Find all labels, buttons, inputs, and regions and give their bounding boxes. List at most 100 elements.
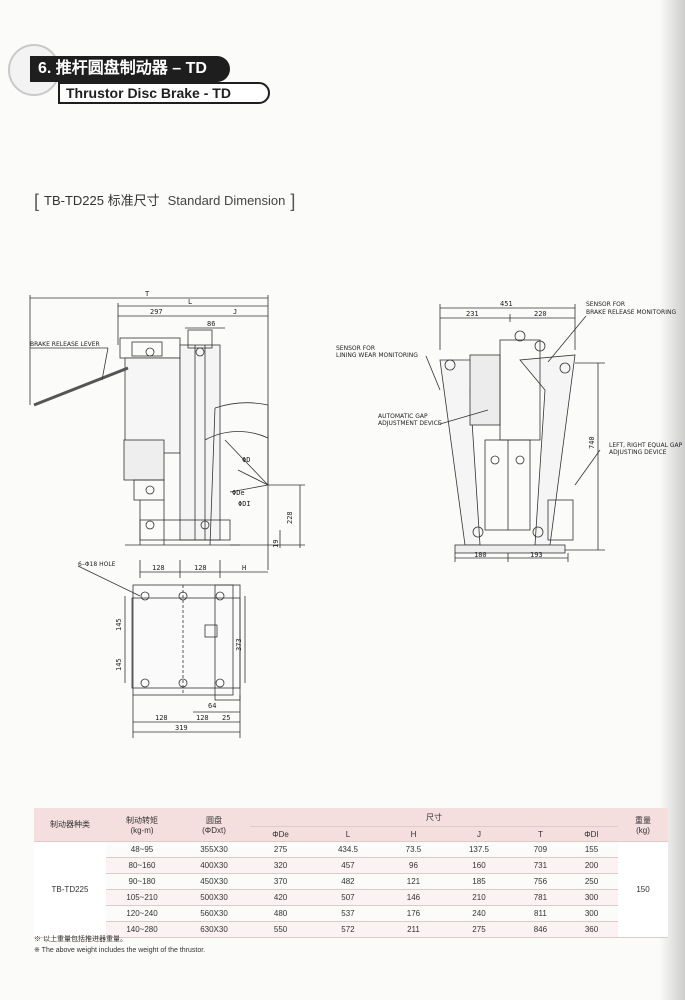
dim-L: L	[188, 298, 192, 306]
cell-de: 420	[250, 889, 312, 906]
cell-l: 434.5	[311, 841, 385, 858]
cell-disc: 450X30	[178, 873, 250, 890]
cell-h: 176	[384, 905, 443, 922]
page-title-chinese: 6. 推杆圆盘制动器 – TD	[30, 56, 230, 82]
header-dim-col: L	[311, 826, 385, 842]
cell-l: 482	[311, 873, 385, 890]
dim-86: 86	[207, 320, 215, 328]
dim-451: 451	[500, 300, 513, 308]
cell-l: 572	[311, 921, 385, 938]
cell-torque: 140~280	[106, 921, 178, 938]
cell-j: 185	[442, 873, 516, 890]
dim-128-d: 128	[196, 714, 209, 722]
header-model: 制动器种类	[34, 808, 106, 842]
label-sensor-wear-2: LINING WEAR MONITORING	[336, 352, 418, 359]
cell-j: 137.5	[442, 841, 516, 858]
cell-t: 731	[515, 857, 565, 874]
cell-de: 275	[250, 841, 312, 858]
dim-231: 231	[466, 310, 479, 318]
label-gap-2: ADJUSTMENT DEVICE	[378, 420, 442, 427]
label-phiDI: ΦDI	[238, 500, 251, 508]
label-hole: 6–Φ18 HOLE	[78, 561, 116, 568]
dim-128-b: 128	[194, 564, 207, 572]
header-dim-col: T	[515, 826, 565, 842]
header-dim-col: H	[384, 826, 443, 842]
cell-l: 537	[311, 905, 385, 922]
cell-t: 709	[515, 841, 565, 858]
model-cell: TB-TD225	[34, 841, 106, 938]
cell-disc: 400X30	[178, 857, 250, 874]
dim-64: 64	[208, 702, 216, 710]
cell-h: 96	[384, 857, 443, 874]
dim-297: 297	[150, 308, 163, 316]
cell-t: 781	[515, 889, 565, 906]
cell-disc: 630X30	[178, 921, 250, 938]
cell-h: 146	[384, 889, 443, 906]
dim-145-a: 145	[115, 618, 123, 631]
section-bracket-open: [	[34, 191, 45, 211]
cell-j: 210	[442, 889, 516, 906]
cell-di: 250	[564, 873, 618, 890]
dim-193: 193	[530, 551, 543, 559]
page-title-english: Thrustor Disc Brake - TD	[58, 82, 270, 104]
label-sensor-release-1: SENSOR FOR	[586, 301, 625, 308]
cell-j: 275	[442, 921, 516, 938]
dim-128-c: 128	[155, 714, 168, 722]
header-dim-col: J	[442, 826, 516, 842]
dim-740: 740	[588, 436, 596, 449]
cell-l: 507	[311, 889, 385, 906]
dim-T: T	[145, 290, 150, 298]
dim-J: J	[233, 308, 237, 316]
note-cn: ※ 以上重量包括推进器重量。	[34, 936, 127, 943]
note-en: ※ The above weight includes the weight o…	[34, 947, 206, 954]
header-torque: 制动转矩(kg-m)	[106, 808, 178, 842]
dim-373: 373	[235, 638, 243, 651]
label-brake-release-lever: BRAKE RELEASE LEVER	[30, 341, 100, 348]
dim-180: 180	[474, 551, 487, 559]
cell-h: 211	[384, 921, 443, 938]
technical-drawing: T L 297 J 86 BRAKE RELEASE LEVER ΦD ΦDe …	[29, 290, 683, 738]
cell-torque: 80~160	[106, 857, 178, 874]
dim-220: 220	[534, 310, 547, 318]
header-weight: 重量(kg)	[618, 808, 668, 842]
header-dim-col: ΦDe	[250, 826, 312, 842]
cell-h: 121	[384, 873, 443, 890]
label-sensor-wear-1: SENSOR FOR	[336, 345, 375, 352]
section-bracket-close: ]	[285, 191, 296, 211]
cell-t: 756	[515, 873, 565, 890]
cell-torque: 90~180	[106, 873, 178, 890]
label-equal-gap-2: ADJUSTING DEVICE	[609, 449, 667, 456]
cell-l: 457	[311, 857, 385, 874]
cell-j: 160	[442, 857, 516, 874]
cell-j: 240	[442, 905, 516, 922]
dim-H: H	[242, 564, 246, 572]
weight-cell: 150	[618, 841, 668, 938]
label-equal-gap-1: LEFT, RIGHT EQUAL GAP	[609, 442, 683, 449]
cell-t: 811	[515, 905, 565, 922]
label-sensor-release-2: BRAKE RELEASE MONITORING	[586, 309, 676, 316]
cell-di: 300	[564, 889, 618, 906]
cell-disc: 355X30	[178, 841, 250, 858]
cell-disc: 500X30	[178, 889, 250, 906]
cell-disc: 560X30	[178, 905, 250, 922]
cell-de: 370	[250, 873, 312, 890]
cell-h: 73.5	[384, 841, 443, 858]
cell-torque: 120~240	[106, 905, 178, 922]
cell-de: 550	[250, 921, 312, 938]
dim-25: 25	[222, 714, 230, 722]
cell-di: 155	[564, 841, 618, 858]
dim-128-a: 128	[152, 564, 165, 572]
header-dimensions: 尺寸	[250, 808, 618, 827]
cell-torque: 105~210	[106, 889, 178, 906]
cell-t: 846	[515, 921, 565, 938]
dim-319: 319	[175, 724, 188, 732]
